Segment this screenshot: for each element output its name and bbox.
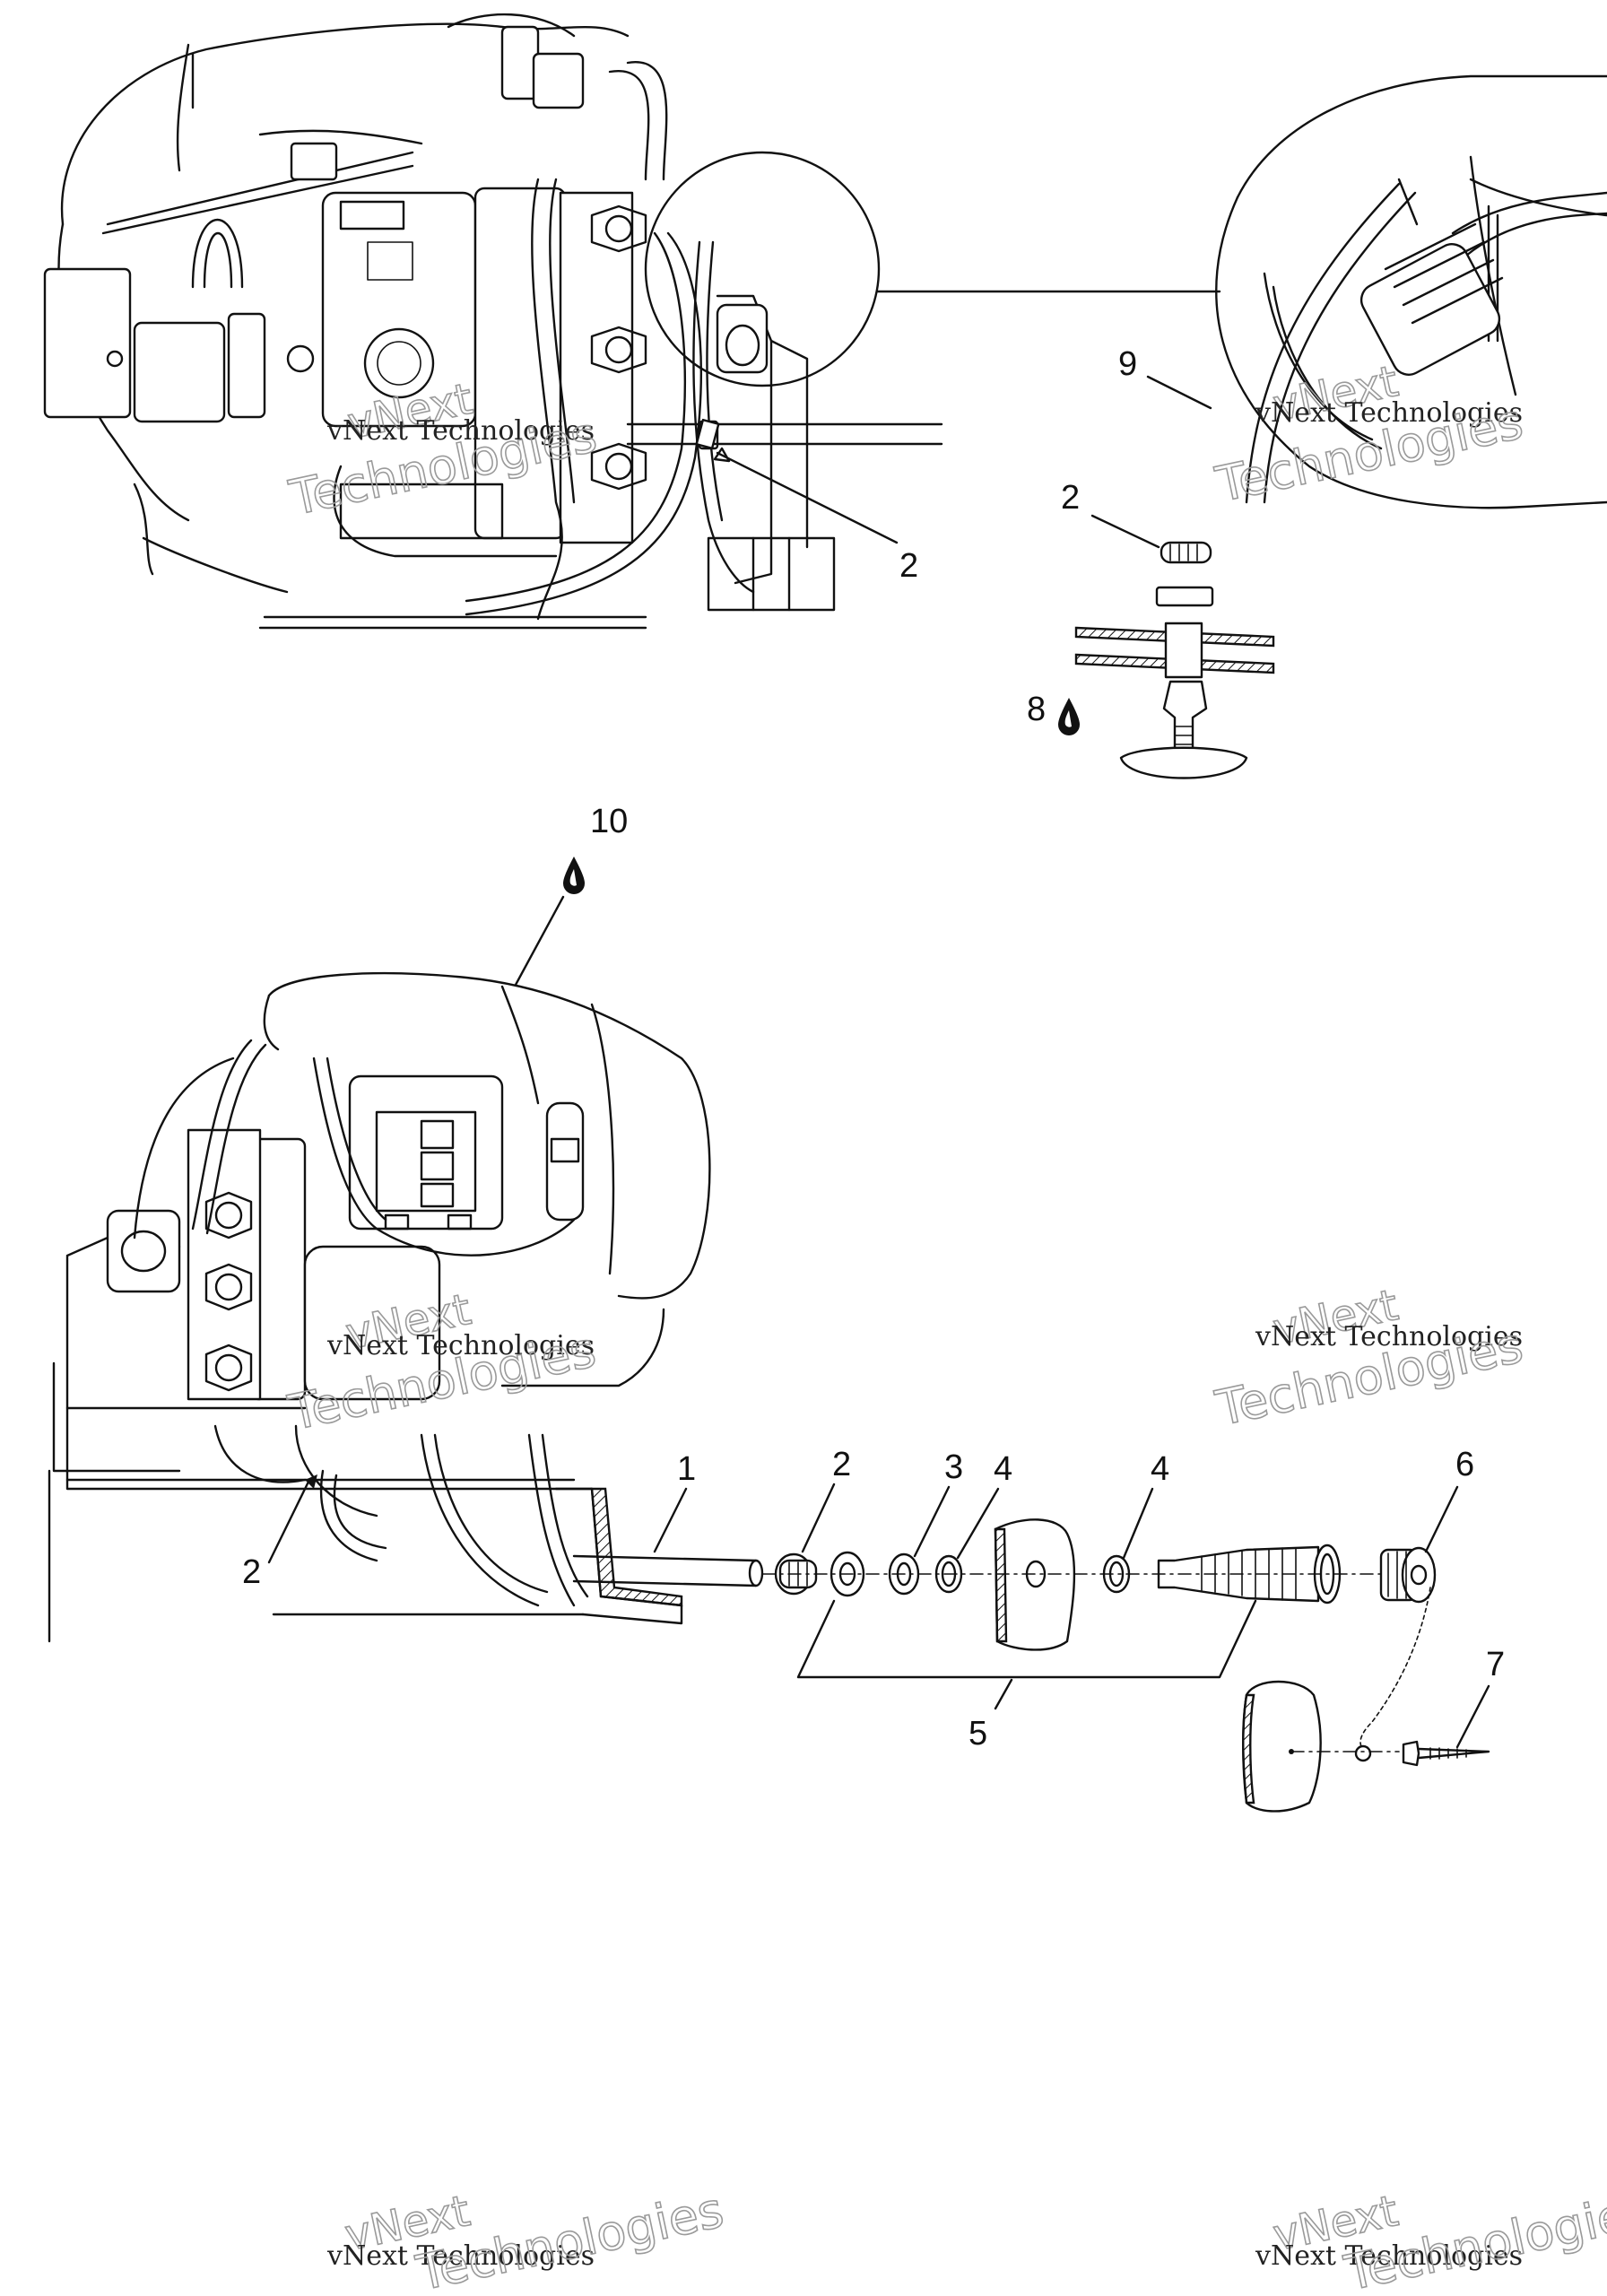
leader-6 xyxy=(1424,1485,1459,1553)
callout-8: 8 xyxy=(1027,691,1046,728)
engine-view-bottom xyxy=(48,971,764,1643)
watermark-5: vNext vNext Technologies Technologies xyxy=(326,2181,729,2296)
leader-2-clamp xyxy=(801,1483,836,1553)
svg-text:vNext Technologies: vNext Technologies xyxy=(326,415,595,447)
leader-5 xyxy=(994,1678,1013,1710)
bracket-5 xyxy=(796,1599,1257,1679)
callout-9: 9 xyxy=(1118,345,1137,383)
leader-2-bottom-left xyxy=(267,1478,311,1564)
callout-6: 6 xyxy=(1455,1446,1474,1483)
leader-7 xyxy=(1455,1684,1490,1749)
leader-1 xyxy=(653,1487,688,1553)
filler-parts xyxy=(761,1518,1490,1813)
deck-panel xyxy=(994,1518,1076,1651)
svg-text:vNext Technologies: vNext Technologies xyxy=(326,1330,595,1361)
callout-4-right: 4 xyxy=(1151,1450,1169,1488)
callout-2-detail: 2 xyxy=(1061,479,1080,517)
callout-2-top: 2 xyxy=(899,547,918,585)
detail-view xyxy=(1074,74,1607,779)
leader-4-left xyxy=(956,1487,1000,1560)
engine-view-top xyxy=(43,13,1221,630)
callout-5: 5 xyxy=(969,1715,987,1752)
watermark-2: vNext vNext Technologies Technologies xyxy=(1210,355,1528,514)
tether-chain xyxy=(1359,1587,1431,1750)
leader-3 xyxy=(913,1485,951,1558)
svg-text:vNext Technologies: vNext Technologies xyxy=(1255,2240,1523,2272)
detail-circle-source xyxy=(644,151,881,387)
svg-text:vNext Technologies: vNext Technologies xyxy=(326,2240,595,2272)
callout-10: 10 xyxy=(590,803,628,840)
watermark-6: vNext vNext Technologies Technologies xyxy=(1255,2181,1607,2296)
callout-4-left: 4 xyxy=(994,1450,1012,1488)
svg-text:vNext Technologies: vNext Technologies xyxy=(1255,397,1523,429)
callout-7: 7 xyxy=(1486,1646,1505,1683)
watermark-4: vNext vNext Technologies Technologies xyxy=(1210,1279,1528,1438)
leader-10 xyxy=(514,895,565,987)
leader-line xyxy=(716,451,899,544)
callout-3: 3 xyxy=(944,1448,963,1486)
callout-2-bottom-left: 2 xyxy=(242,1553,261,1591)
callout-2-clamp: 2 xyxy=(832,1446,851,1483)
leader-2-detail xyxy=(1090,514,1160,549)
svg-text:vNext Technologies: vNext Technologies xyxy=(1255,1321,1523,1352)
leader-9 xyxy=(1146,375,1212,410)
deck-panel-lower xyxy=(1242,1680,1322,1813)
callout-1: 1 xyxy=(677,1450,696,1488)
screw xyxy=(1402,1740,1420,1767)
leader-4-right xyxy=(1122,1487,1154,1560)
